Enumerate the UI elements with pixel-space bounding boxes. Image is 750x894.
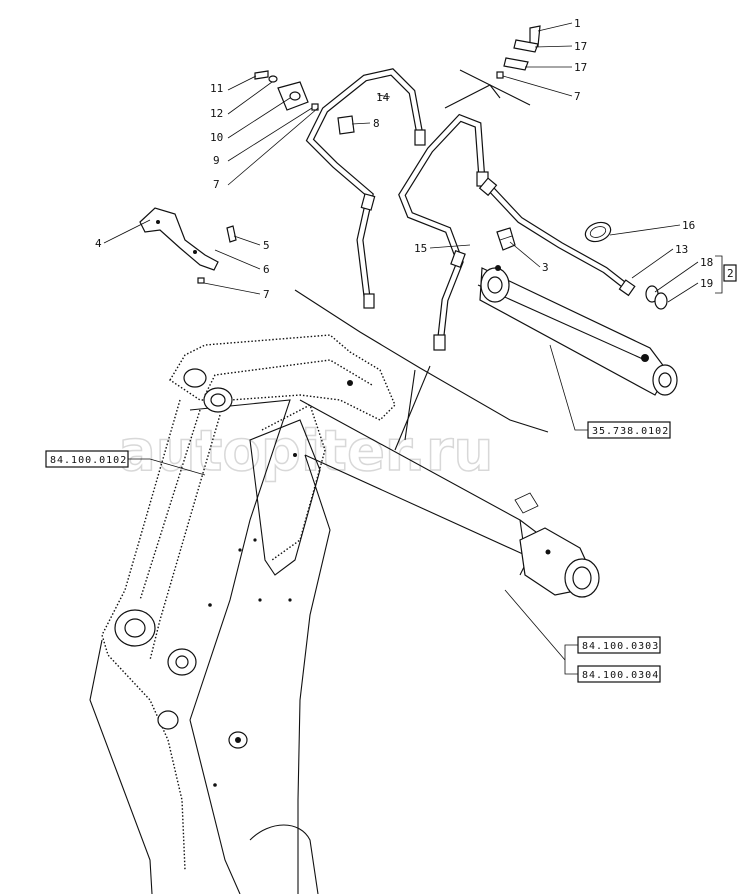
group-box-2 — [723, 264, 737, 282]
hose-15 — [398, 113, 489, 351]
callout-16: 16 — [682, 219, 695, 232]
hose-14 — [305, 68, 426, 309]
callout-numbers: 1 17 17 7 11 12 10 9 7 14 8 4 5 6 7 16 1… — [95, 17, 737, 301]
reference-arm-b-label: 84.100.0304 — [582, 670, 659, 681]
bolt-5 — [226, 225, 237, 243]
callout-17: 17 — [574, 61, 587, 74]
callout-3: 3 — [542, 261, 549, 274]
callout-19: 19 — [700, 277, 713, 290]
reference-arm-b[interactable]: 84.100.0304 — [577, 665, 661, 683]
seal-rings-18-19 — [645, 285, 668, 310]
hose-13 — [478, 177, 636, 297]
direction-arrows — [294, 69, 549, 451]
nut-7-lower — [197, 277, 205, 284]
hydraulic-cylinder — [477, 265, 678, 396]
callout-12: 12 — [210, 107, 223, 120]
callout-7: 7 — [574, 90, 581, 103]
reference-boom[interactable]: 84.100.0102 — [45, 450, 129, 468]
bracket-4 — [139, 207, 219, 271]
callout-8: 8 — [373, 117, 380, 130]
nut-9-7 — [311, 103, 319, 111]
bracket-8 — [337, 115, 355, 135]
reference-cylinder-label: 35.738.0102 — [592, 426, 669, 437]
callout-2: 2 — [727, 267, 734, 280]
reference-boom-label: 84.100.0102 — [50, 455, 127, 466]
callout-17: 17 — [574, 40, 587, 53]
leader-lines — [103, 22, 723, 675]
callout-6: 6 — [263, 263, 270, 276]
reference-arm-a[interactable]: 84.100.0303 — [577, 636, 661, 654]
boom-arm — [89, 334, 600, 894]
callout-15: 15 — [414, 242, 427, 255]
clamp-16 — [584, 221, 612, 243]
callout-7: 7 — [263, 288, 270, 301]
bolt-1-clips-17 — [496, 25, 541, 79]
fitting-3 — [496, 227, 516, 251]
callout-13: 13 — [675, 243, 688, 256]
callout-11: 11 — [210, 82, 223, 95]
callout-7: 7 — [213, 178, 220, 191]
callout-1: 1 — [574, 17, 581, 30]
callout-9: 9 — [213, 154, 220, 167]
bolt-11-washer-12 — [254, 70, 278, 83]
block-10 — [277, 81, 309, 111]
callout-18: 18 — [700, 256, 713, 269]
callout-10: 10 — [210, 131, 223, 144]
reference-cylinder[interactable]: 35.738.0102 — [587, 421, 671, 439]
reference-arm-a-label: 84.100.0303 — [582, 641, 659, 652]
callout-14: 14 — [376, 91, 390, 104]
callout-5: 5 — [263, 239, 270, 252]
callout-4: 4 — [95, 237, 102, 250]
